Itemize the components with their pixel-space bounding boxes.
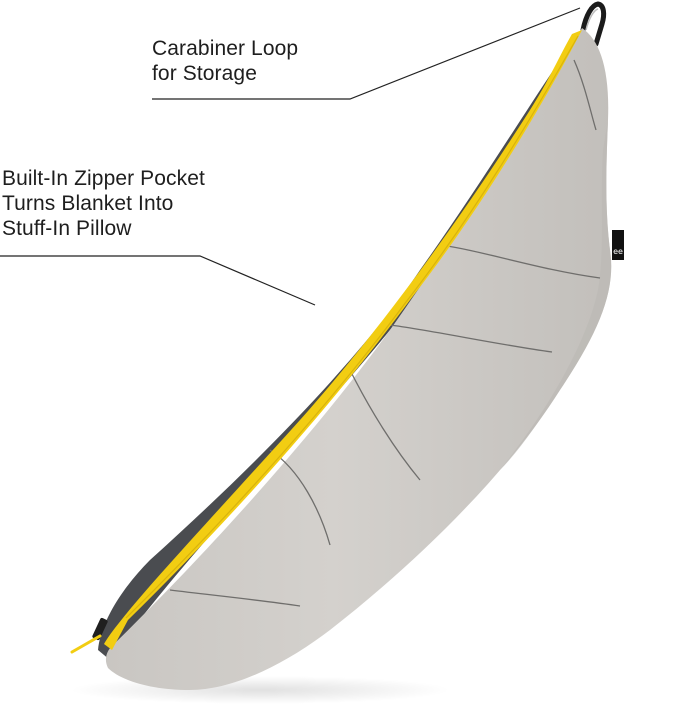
callout-line: for Storage	[152, 62, 257, 85]
carabiner-loop-icon	[580, 1, 607, 47]
floor-shadow	[70, 676, 450, 704]
zipper-seam	[125, 35, 579, 619]
zipper-pull-icon	[70, 617, 108, 654]
callout-line: Built-In Zipper Pocket	[2, 167, 205, 190]
brand-tag: ee	[612, 230, 624, 260]
pillow-underside	[98, 60, 575, 660]
callout-line: Turns Blanket Into	[2, 192, 174, 215]
quilt-stitching	[169, 59, 601, 607]
carabiner-callout-line	[152, 7, 581, 100]
zipper-band	[104, 30, 582, 650]
callout-line: Stuff-In Pillow	[2, 217, 132, 240]
callout-line: Carabiner Loop	[152, 37, 299, 60]
svg-text:ee: ee	[613, 247, 623, 256]
zipper-callout-line	[0, 255, 316, 306]
zipper-callout-label: Built-In Zipper Pocket Turns Blanket Int…	[2, 166, 205, 241]
carabiner-callout-label: Carabiner Loop for Storage	[152, 36, 298, 86]
